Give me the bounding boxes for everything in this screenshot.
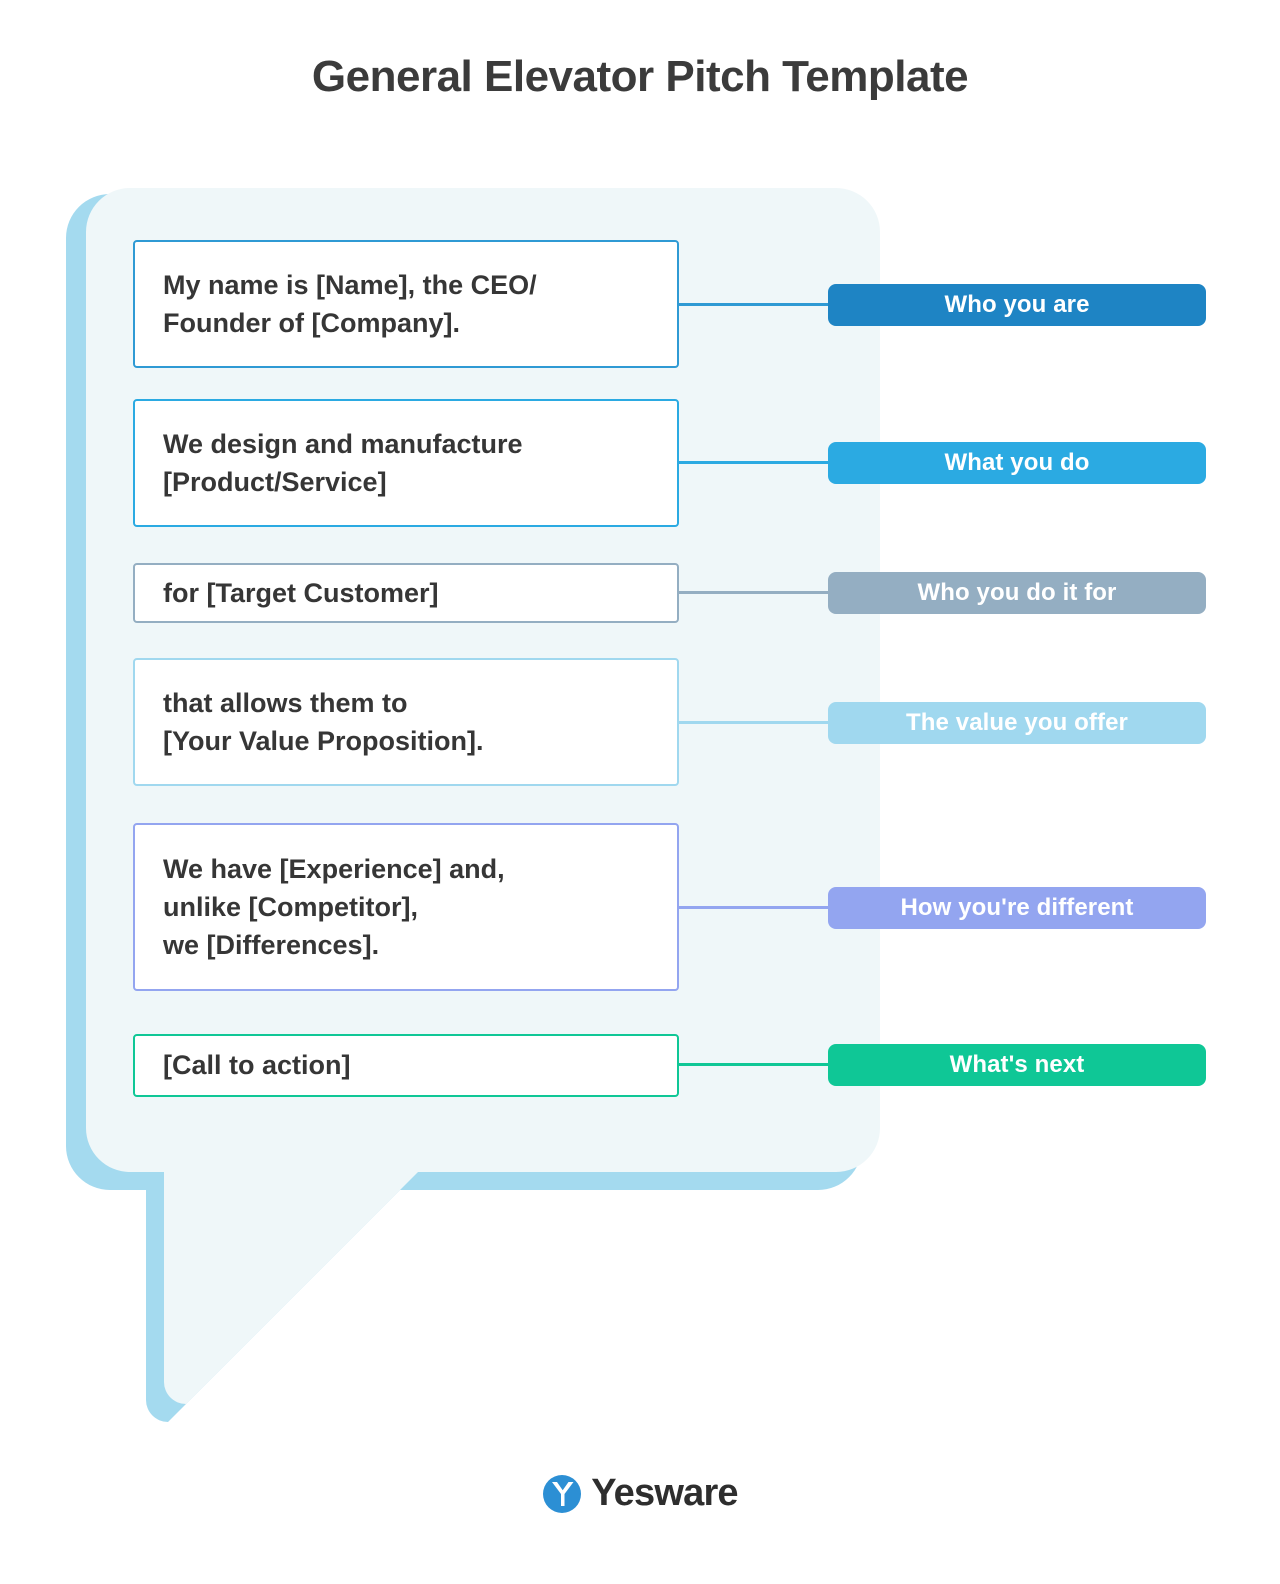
statement-text: We have [Experience] and, unlike [Compet… (163, 853, 505, 961)
label-pill[interactable]: Who you do it for (828, 572, 1206, 614)
label-text: How you're different (900, 894, 1134, 921)
label-text: Who you are (944, 291, 1090, 318)
statement-box[interactable]: that allows them to [Your Value Proposit… (133, 658, 679, 786)
footer-logo: Yesware (0, 1472, 1280, 1515)
connector-line (679, 721, 829, 724)
connector-line (679, 906, 829, 909)
label-pill[interactable]: How you're different (828, 887, 1206, 929)
label-text: What you do (944, 449, 1090, 476)
label-pill[interactable]: Who you are (828, 284, 1206, 326)
label-pill[interactable]: The value you offer (828, 702, 1206, 744)
label-text: What's next (949, 1051, 1085, 1078)
statement-box[interactable]: We have [Experience] and, unlike [Compet… (133, 823, 679, 991)
label-pill[interactable]: What you do (828, 442, 1206, 484)
statement-box[interactable]: My name is [Name], the CEO/ Founder of [… (133, 240, 679, 368)
statement-box[interactable]: We design and manufacture [Product/Servi… (133, 399, 679, 527)
statement-text: [Call to action] (163, 1050, 351, 1081)
statement-text: My name is [Name], the CEO/ Founder of [… (163, 269, 537, 338)
connector-line (679, 461, 829, 464)
statement-text: that allows them to [Your Value Proposit… (163, 687, 484, 756)
label-text: The value you offer (906, 709, 1128, 736)
yesware-logo-icon (543, 1474, 582, 1513)
statement-box[interactable]: for [Target Customer] (133, 563, 679, 623)
label-text: Who you do it for (917, 579, 1117, 606)
statement-text: for [Target Customer] (163, 577, 439, 608)
connector-line (679, 591, 829, 594)
statement-text: We design and manufacture [Product/Servi… (163, 428, 523, 497)
statement-box[interactable]: [Call to action] (133, 1034, 679, 1097)
page-title: General Elevator Pitch Template (311, 52, 969, 101)
label-pill[interactable]: What's next (828, 1044, 1206, 1086)
brand-name: Yesware (591, 1472, 738, 1514)
connector-line (679, 303, 829, 306)
connector-line (679, 1063, 829, 1066)
